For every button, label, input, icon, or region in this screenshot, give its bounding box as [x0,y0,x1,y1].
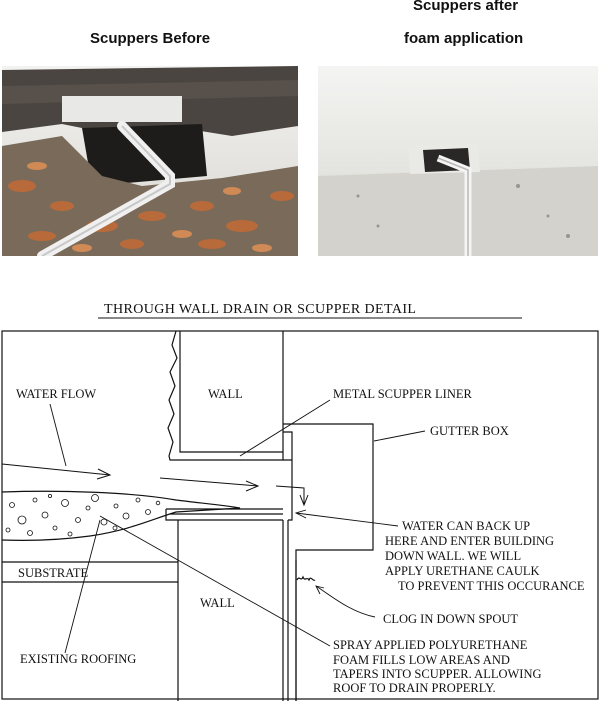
leader-water-backup [295,512,399,527]
diagram-frame [1,330,599,700]
upper-wall [167,330,284,461]
label-water-backup-1: WATER CAN BACK UP [402,519,530,533]
water-flow-arrow-3 [275,485,305,505]
foam-bubbles [5,493,161,537]
label-substrate: SUBSTRATE [18,566,89,580]
label-clog: CLOG IN DOWN SPOUT [383,612,518,626]
label-foam-3: TAPERS INTO SCUPPER. ALLOWING [333,667,542,681]
label-water-flow: WATER FLOW [16,387,96,401]
label-wall-top: WALL [208,387,243,401]
diagram-title: THROUGH WALL DRAIN OR SCUPPER DETAIL [104,302,416,317]
before-photo-caption: Scuppers Before [90,30,211,47]
leader-gutter-box [373,430,426,442]
leader-water-flow [49,403,67,467]
gutter-box-inner [283,431,293,461]
scuppers-after-photo [318,66,598,256]
leader-clog [315,585,376,618]
label-foam-4: ROOF TO DRAIN PROPERLY. [333,681,496,695]
scupper-throat [288,460,293,521]
water-flow-arrow-2 [159,477,259,487]
label-water-backup-4: APPLY URETHANE CAULK [385,564,540,578]
leader-clog-head [315,585,325,595]
label-water-backup-5: TO PREVENT THIS OCCURANCE [398,579,585,593]
label-water-backup-2: HERE AND ENTER BUILDING [385,534,554,548]
water-flow-arrowhead-2 [245,480,260,492]
after-photo-caption-line1: Scuppers after [413,0,519,14]
water-flow-arrowhead-3 [299,494,309,507]
leader-existing-roofing [64,519,101,654]
substrate-band [2,561,178,583]
scuppers-before-photo [2,66,298,256]
upper-liner [179,331,283,453]
label-gutter-box: GUTTER BOX [430,424,509,438]
water-flow-arrowhead-1 [96,468,112,480]
label-existing-roofing: EXISTING ROOFING [20,652,136,666]
foam-layer [1,490,241,541]
clog-mark [296,575,316,582]
label-metal-scupper-liner: METAL SCUPPER LINER [333,387,472,401]
after-photo-caption-line2: foam application [404,30,524,47]
leader-water-backup-head [294,509,307,519]
leader-foam [99,515,331,647]
label-water-backup-3: DOWN WALL. WE WILL [385,549,521,563]
label-wall-bottom: WALL [200,596,235,610]
label-foam-2: FOAM FILLS LOW AREAS AND [333,653,510,667]
label-foam-1: SPRAY APPLIED POLYURETHANE [333,638,528,652]
water-flow-arrow-1 [1,463,111,476]
leader-scupper-liner [239,399,331,457]
